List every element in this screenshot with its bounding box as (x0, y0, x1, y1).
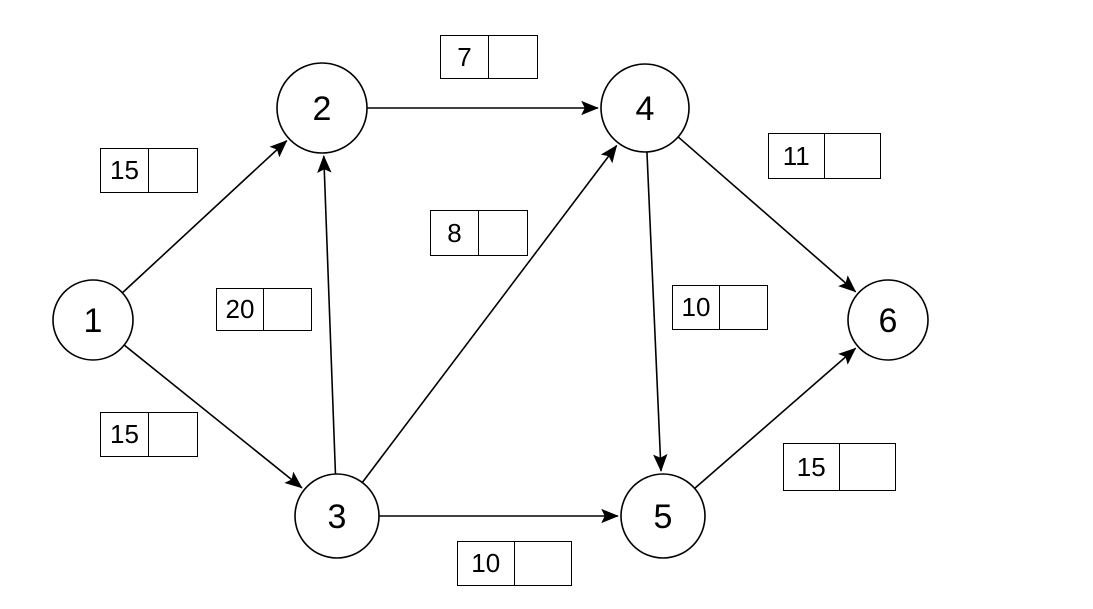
capacity-cell-1-2: 15 (101, 149, 150, 192)
capacity-cell-4-6: 11 (769, 134, 825, 178)
edge-4-to-6 (677, 136, 857, 293)
node-label-1: 1 (84, 302, 103, 340)
edge-label-box-3-4: 8 (430, 210, 528, 256)
node-3[interactable]: 3 (294, 473, 380, 559)
node-label-5: 5 (654, 498, 673, 536)
node-label-3: 3 (328, 498, 347, 536)
node-2[interactable]: 2 (276, 62, 368, 154)
node-6[interactable]: 6 (847, 279, 929, 361)
node-label-6: 6 (879, 302, 898, 340)
edge-1-to-2 (121, 140, 288, 294)
flow-cell-3-4[interactable] (479, 211, 527, 255)
edge-1-to-3 (123, 344, 303, 489)
nodes-layer: 1 2 3 4 5 6 (52, 62, 929, 559)
capacity-cell-2-4: 7 (441, 36, 490, 78)
flow-cell-1-2[interactable] (149, 149, 197, 192)
edges-layer (121, 100, 857, 524)
capacity-cell-1-3: 15 (101, 413, 150, 456)
edge-4-to-5 (646, 151, 668, 472)
node-circle-4 (600, 63, 690, 153)
edge-label-box-4-5: 10 (672, 285, 768, 330)
node-circle-6 (847, 279, 929, 361)
edge-3-to-4 (361, 144, 618, 483)
node-circle-5 (620, 473, 706, 559)
edge-label-box-1-2: 15 (100, 148, 198, 193)
capacity-cell-3-4: 8 (431, 211, 480, 255)
edge-label-box-3-2: 20 (216, 288, 312, 331)
node-label-2: 2 (313, 90, 332, 128)
node-label-4: 4 (636, 90, 655, 128)
node-circle-2 (276, 62, 368, 154)
flow-cell-2-4[interactable] (489, 36, 537, 78)
edge-label-box-3-5: 10 (457, 541, 572, 586)
flow-cell-3-2[interactable] (264, 289, 311, 330)
flow-cell-5-6[interactable] (839, 444, 895, 490)
capacity-cell-4-5: 10 (673, 286, 721, 329)
edge-label-box-5-6: 15 (783, 443, 896, 491)
flow-cell-4-5[interactable] (720, 286, 767, 329)
flow-cell-3-5[interactable] (514, 542, 571, 585)
edge-label-box-2-4: 7 (440, 35, 538, 79)
edge-5-to-6 (694, 347, 857, 490)
node-circle-3 (294, 473, 380, 559)
node-4[interactable]: 4 (600, 63, 690, 153)
node-5[interactable]: 5 (620, 473, 706, 559)
flow-cell-4-6[interactable] (824, 134, 880, 178)
capacity-cell-3-5: 10 (458, 542, 515, 585)
edge-label-box-4-6: 11 (768, 133, 881, 179)
flow-cell-1-3[interactable] (149, 413, 197, 456)
edge-label-box-1-3: 15 (100, 412, 198, 457)
node-1[interactable]: 1 (52, 279, 134, 361)
capacity-cell-5-6: 15 (784, 444, 840, 490)
capacity-cell-3-2: 20 (217, 289, 265, 330)
node-circle-1 (52, 279, 134, 361)
edge-3-to-2 (317, 155, 337, 475)
